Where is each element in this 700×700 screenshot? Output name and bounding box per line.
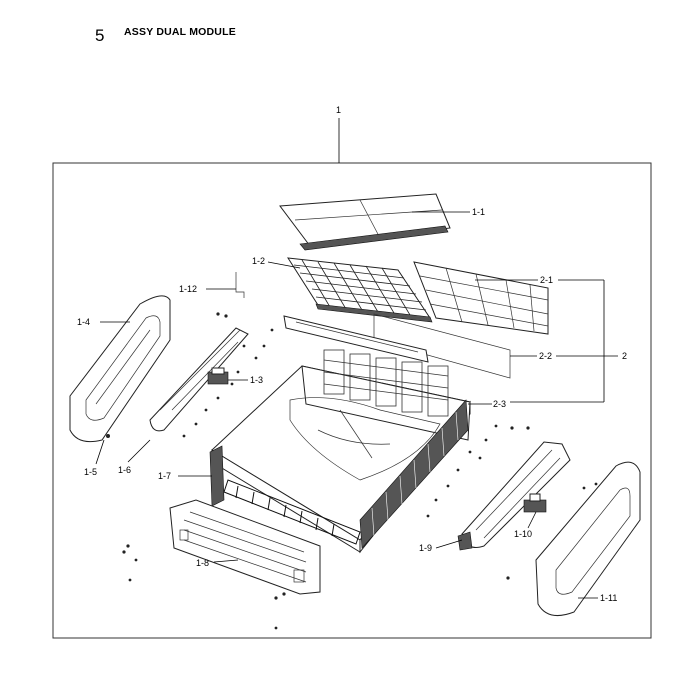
- part-filter: [413, 261, 549, 335]
- part-right-rail: [457, 441, 571, 551]
- part-rear-plate: [283, 315, 429, 363]
- assembly-frame: [52, 162, 652, 639]
- part-right-side-panel: [535, 461, 641, 617]
- leader-lines: [95, 211, 618, 599]
- label-1-10: 1-10: [514, 529, 532, 539]
- label-1-9: 1-9: [419, 543, 432, 553]
- label-1-7: 1-7: [158, 471, 171, 481]
- part-left-side-panel: [69, 295, 171, 443]
- part-bracket: [235, 272, 245, 298]
- part-top-cover: [279, 193, 451, 251]
- part-left-switch: [207, 367, 229, 385]
- label-1-8: 1-8: [196, 558, 209, 568]
- part-grille: [287, 257, 433, 323]
- label-2-2: 2-2: [539, 351, 552, 361]
- section-number: 5: [95, 26, 105, 45]
- label-1-11: 1-11: [600, 593, 617, 603]
- section-title: ASSY DUAL MODULE: [124, 26, 236, 38]
- part-right-switch: [523, 493, 547, 513]
- label-1-3: 1-3: [250, 375, 263, 385]
- label-2-3: 2-3: [493, 399, 506, 409]
- label-1-5: 1-5: [84, 467, 97, 477]
- label-1-12: 1-12: [179, 284, 197, 294]
- label-2-1: 2-1: [540, 275, 553, 285]
- part-front-panel: [169, 499, 321, 595]
- label-1-6: 1-6: [118, 465, 131, 475]
- label-1: 1: [336, 105, 341, 115]
- part-left-rail: [149, 327, 249, 432]
- part-filter-sheet: [373, 313, 511, 379]
- label-2: 2: [622, 351, 627, 361]
- label-1-4: 1-4: [77, 317, 90, 327]
- part-main-frame: [209, 349, 471, 554]
- label-1-2: 1-2: [252, 256, 265, 266]
- screws: [106, 312, 598, 630]
- label-1-1: 1-1: [472, 207, 485, 217]
